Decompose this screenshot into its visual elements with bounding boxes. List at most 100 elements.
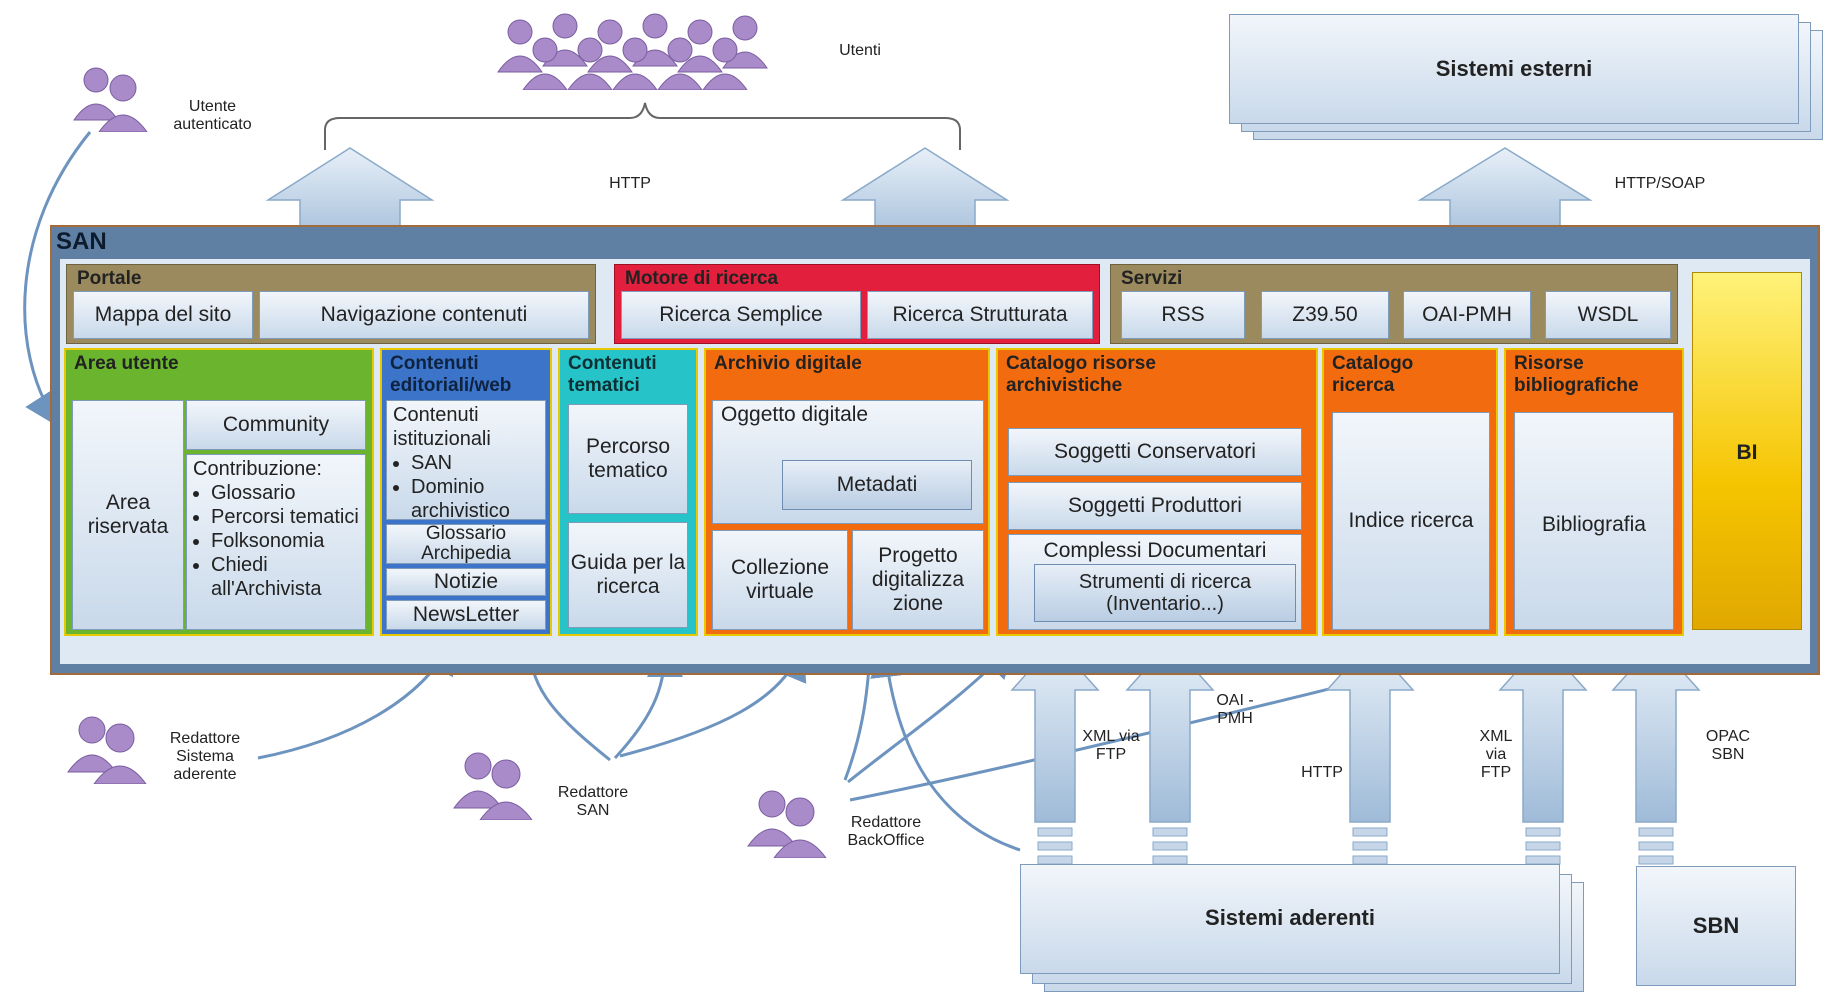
sistemi-aderenti-box: Sistemi aderenti (1020, 864, 1560, 974)
label-http-top: HTTP (609, 175, 651, 192)
contenuti-istituzionali-label: Contenuti istituzionali (393, 404, 491, 450)
portale-panel: Portale Mappa del sito Navigazione conte… (66, 264, 596, 344)
mappa-del-sito-label: Mappa del sito (94, 303, 232, 326)
label-redattore-sistema: Redattore Sistema aderente (169, 730, 241, 783)
label-redattore-san: Redattore SAN (557, 784, 629, 819)
bibliografia-box[interactable]: Bibliografia (1514, 412, 1674, 630)
arrow-utente-autenticato (23, 131, 92, 428)
rss-button[interactable]: RSS (1121, 291, 1245, 339)
indice-ricerca-box[interactable]: Indice ricerca (1332, 412, 1490, 630)
bi-panel: BI (1692, 272, 1802, 630)
wsdl-label: WSDL (1577, 303, 1639, 326)
ricerca-strutturata-button[interactable]: Ricerca Strutturata (867, 291, 1093, 339)
motore-title: Motore di ricerca (625, 268, 779, 289)
san-title: SAN (56, 228, 107, 255)
list-item: SAN (411, 451, 539, 475)
servizi-panel: Servizi RSS Z39.50 OAI-PMH WSDL (1110, 264, 1678, 344)
label-opac-sbn: OPAC SBN (1705, 728, 1751, 763)
area-utente-title: Area utente (74, 353, 179, 374)
list-item: Percorsi tematici (211, 505, 359, 529)
navigazione-contenuti-label: Navigazione contenuti (320, 303, 528, 326)
list-item: Folksonomia (211, 529, 359, 553)
contenuti-tematici-title: Contenuti tematici (568, 353, 657, 396)
ricerca-semplice-label: Ricerca Semplice (659, 303, 823, 326)
label-xml-ftp-2: XML via FTP (1479, 728, 1513, 781)
archivio-digitale-title: Archivio digitale (714, 353, 862, 374)
contribuzione-label: Contribuzione: (193, 458, 322, 480)
area-riservata-label: Area riservata (87, 491, 169, 538)
ricerca-semplice-button[interactable]: Ricerca Semplice (621, 291, 861, 339)
sbn-label: SBN (1692, 913, 1740, 938)
label-http-bottom: HTTP (1301, 764, 1343, 781)
catalogo-risorse-panel: Catalogo risorse archivistiche Soggetti … (996, 348, 1318, 636)
list-item: Glossario (211, 481, 359, 505)
notizie-box[interactable]: Notizie (386, 568, 546, 596)
oai-pmh-label: OAI-PMH (1422, 303, 1512, 326)
catalogo-risorse-title: Catalogo risorse archivistiche (1006, 353, 1156, 396)
label-http-soap: HTTP/SOAP (1614, 175, 1706, 192)
area-utente-panel: Area utente Area riservata Community Con… (64, 348, 374, 636)
z3950-button[interactable]: Z39.50 (1261, 291, 1389, 339)
contenuti-editoriali-panel: Contenuti editoriali/web Contenuti istit… (380, 348, 552, 636)
community-label: Community (222, 413, 330, 436)
catalogo-ricerca-panel: Catalogo ricerca Indice ricerca (1322, 348, 1498, 636)
metadati-box[interactable]: Metadati (782, 460, 972, 510)
metadati-label: Metadati (836, 473, 918, 496)
contenuti-tematici-panel: Contenuti tematici Percorso tematico Gui… (558, 348, 698, 636)
indice-ricerca-label: Indice ricerca (1348, 509, 1474, 532)
bi-label: BI (1736, 441, 1758, 464)
guida-ricerca-label: Guida per la ricerca (570, 551, 686, 598)
contenuti-editoriali-title: Contenuti editoriali/web (390, 353, 512, 396)
oggetto-digitale-label: Oggetto digitale (721, 403, 869, 426)
servizi-title: Servizi (1121, 268, 1183, 289)
soggetti-conservatori-label: Soggetti Conservatori (1054, 440, 1256, 463)
redattore-san-icon (448, 748, 543, 821)
sistemi-esterni-label: Sistemi esterni (1435, 56, 1593, 81)
progetto-digitalizzazione-label: Progetto digitalizza zione (871, 544, 965, 615)
contenuti-istituzionali-box[interactable]: Contenuti istituzionali SAN Dominio arch… (386, 400, 546, 520)
contribuzione-box[interactable]: Contribuzione: Glossario Percorsi temati… (186, 454, 366, 630)
area-riservata-box[interactable]: Area riservata (72, 400, 184, 630)
ricerca-strutturata-label: Ricerca Strutturata (892, 303, 1068, 326)
navigazione-contenuti-button[interactable]: Navigazione contenuti (259, 291, 589, 339)
motore-panel: Motore di ricerca Ricerca Semplice Ricer… (614, 264, 1100, 344)
portale-title: Portale (77, 268, 142, 289)
guida-ricerca-box[interactable]: Guida per la ricerca (568, 522, 688, 628)
archivio-digitale-panel: Archivio digitale Oggetto digitale Metad… (704, 348, 990, 636)
wsdl-button[interactable]: WSDL (1545, 291, 1671, 339)
label-xml-ftp-1: XML via FTP (1082, 728, 1140, 763)
users-group-icon (490, 10, 790, 91)
sbn-box: SBN (1636, 866, 1796, 986)
label-redattore-backoffice: Redattore BackOffice (847, 814, 925, 849)
contribuzione-list: Glossario Percorsi tematici Folksonomia … (193, 481, 359, 601)
label-utenti: Utenti (839, 42, 881, 59)
soggetti-conservatori-box[interactable]: Soggetti Conservatori (1008, 428, 1302, 476)
strumenti-ricerca-label: Strumenti di ricerca (Inventario...) (1078, 571, 1252, 615)
sistemi-aderenti-label: Sistemi aderenti (1205, 905, 1375, 930)
z3950-label: Z39.50 (1292, 303, 1358, 326)
oai-pmh-button[interactable]: OAI-PMH (1403, 291, 1531, 339)
catalogo-ricerca-title: Catalogo ricerca (1332, 353, 1414, 396)
soggetti-produttori-box[interactable]: Soggetti Produttori (1008, 482, 1302, 530)
community-box[interactable]: Community (186, 400, 366, 450)
progetto-digitalizzazione-box[interactable]: Progetto digitalizza zione (852, 530, 984, 630)
users-brace (324, 102, 961, 150)
newsletter-label: NewsLetter (412, 603, 520, 626)
notizie-label: Notizie (433, 570, 499, 593)
glossario-archipedia-box[interactable]: Glossario Archipedia (386, 524, 546, 564)
mappa-del-sito-button[interactable]: Mappa del sito (73, 291, 253, 339)
percorso-tematico-box[interactable]: Percorso tematico (568, 404, 688, 514)
arrow-sistemi-aderenti-curve (870, 641, 1021, 852)
authenticated-user-icon (68, 62, 158, 133)
redattore-sistema-icon (62, 712, 157, 785)
collezione-virtuale-label: Collezione virtuale (730, 556, 830, 603)
label-oai-pmh: OAI - PMH (1216, 692, 1254, 727)
newsletter-box[interactable]: NewsLetter (386, 600, 546, 630)
redattore-backoffice-icon (742, 786, 837, 859)
collezione-virtuale-box[interactable]: Collezione virtuale (712, 530, 848, 630)
percorso-tematico-label: Percorso tematico (585, 435, 671, 482)
soggetti-produttori-label: Soggetti Produttori (1068, 494, 1242, 517)
strumenti-ricerca-box[interactable]: Strumenti di ricerca (Inventario...) (1034, 564, 1296, 622)
risorse-bibliografiche-title: Risorse bibliografiche (1514, 353, 1639, 396)
